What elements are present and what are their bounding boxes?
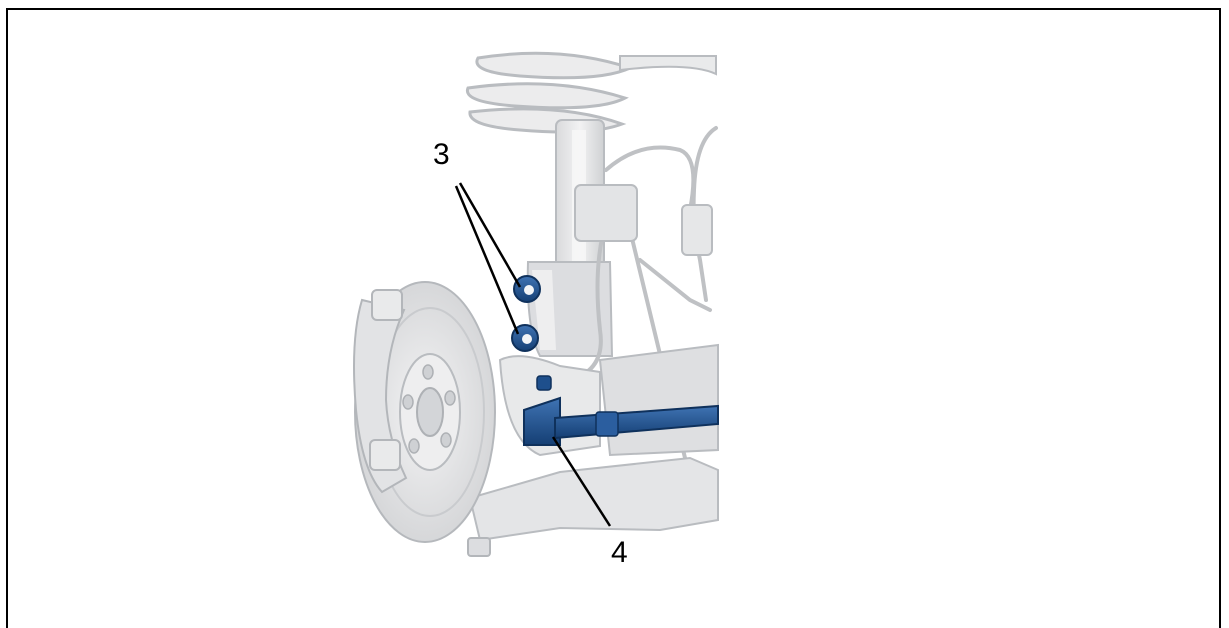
strut-top-mount [619,55,717,76]
callout-4-leader-line [551,436,612,527]
strut-mount-block [574,184,638,242]
tie-rod-end [523,375,719,446]
coil-spring [465,51,635,134]
drive-shaft-housing [598,343,719,457]
callout-3-leader-lines [454,182,522,335]
callout-label-4: 4 [611,536,628,569]
wheel-studs [402,364,456,454]
callout-label-3: 3 [433,138,450,171]
strut-clamp-bolts [511,275,541,352]
